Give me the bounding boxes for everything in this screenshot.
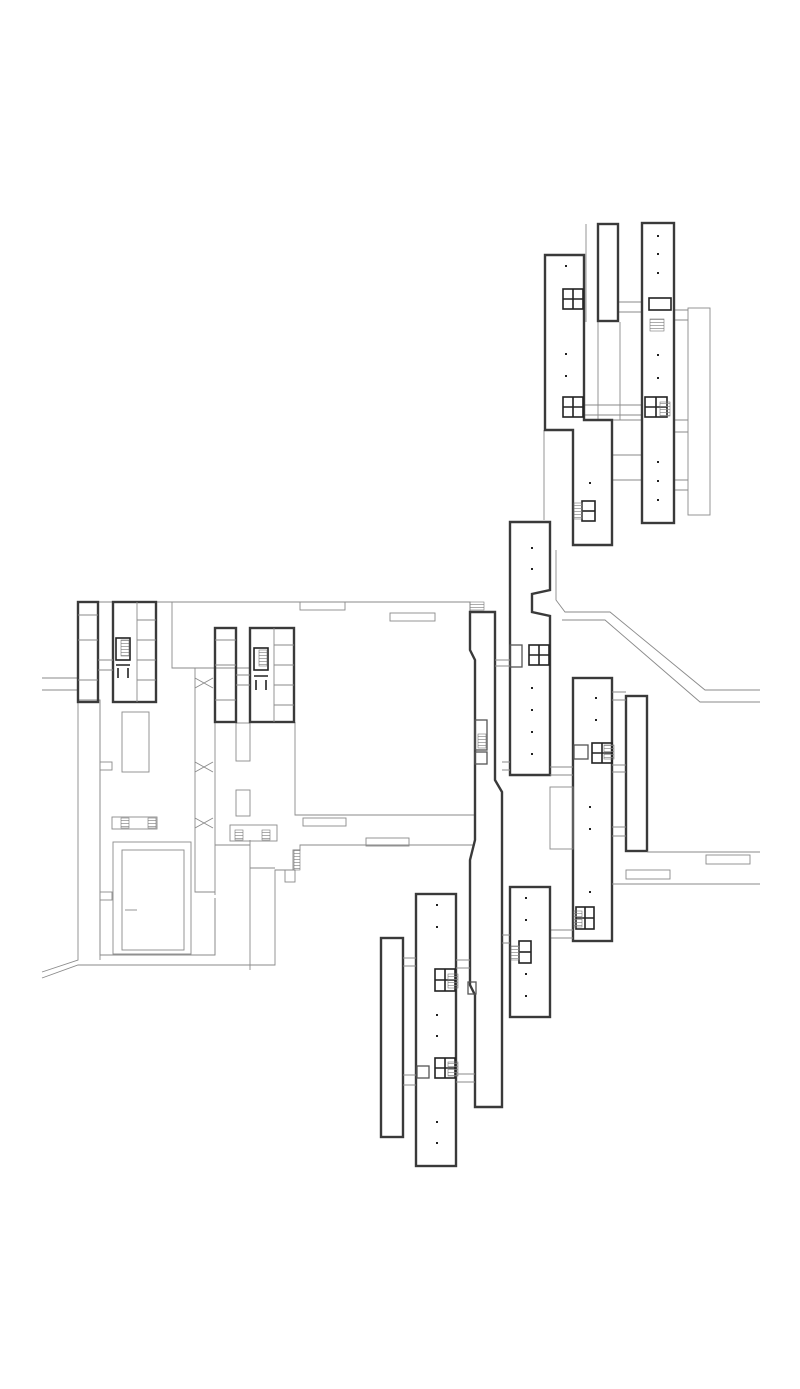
unit-marker bbox=[657, 461, 659, 463]
building-south-long bbox=[414, 892, 458, 1168]
building-east-long bbox=[571, 676, 614, 943]
unit-marker bbox=[589, 482, 591, 484]
unit-marker bbox=[531, 709, 533, 711]
building-ne-l-shape bbox=[543, 253, 614, 547]
unit-marker bbox=[525, 973, 527, 975]
building-east-bar bbox=[624, 694, 649, 853]
unit-marker bbox=[525, 897, 527, 899]
unit-marker bbox=[531, 547, 533, 549]
middle-cluster bbox=[495, 520, 552, 777]
unit-marker bbox=[589, 828, 591, 830]
unit-marker bbox=[436, 1014, 438, 1016]
unit-marker bbox=[657, 354, 659, 356]
unit-marker bbox=[589, 891, 591, 893]
unit-marker bbox=[436, 904, 438, 906]
unit-marker bbox=[565, 353, 567, 355]
northeast-cluster bbox=[543, 221, 760, 703]
block-b-west-wing bbox=[213, 626, 238, 724]
unit-marker bbox=[589, 806, 591, 808]
unit-marker bbox=[657, 253, 659, 255]
unit-marker bbox=[595, 697, 597, 699]
building-ne-east bbox=[640, 221, 676, 525]
unit-marker bbox=[436, 926, 438, 928]
central-spine bbox=[467, 610, 504, 1109]
unit-marker bbox=[531, 731, 533, 733]
block-b-east-wing bbox=[248, 626, 296, 724]
unit-marker bbox=[657, 272, 659, 274]
unit-marker bbox=[436, 1142, 438, 1144]
building-middle bbox=[508, 520, 552, 777]
unit-marker bbox=[657, 235, 659, 237]
unit-marker bbox=[565, 375, 567, 377]
unit-marker bbox=[565, 265, 567, 267]
unit-markers bbox=[436, 235, 659, 1144]
west-complex bbox=[41, 600, 485, 979]
block-a-east-wing bbox=[111, 600, 158, 704]
building-east-short bbox=[508, 885, 552, 1019]
unit-marker bbox=[525, 995, 527, 997]
east-cluster bbox=[502, 676, 760, 1019]
building-south-bar bbox=[379, 936, 405, 1139]
unit-marker bbox=[436, 1121, 438, 1123]
unit-marker bbox=[531, 753, 533, 755]
block-a-west-wing bbox=[76, 600, 100, 704]
unit-marker bbox=[436, 1035, 438, 1037]
unit-marker bbox=[595, 719, 597, 721]
unit-marker bbox=[525, 919, 527, 921]
unit-marker bbox=[531, 687, 533, 689]
south-cluster bbox=[379, 892, 475, 1168]
unit-marker bbox=[531, 568, 533, 570]
annex-slab-east bbox=[687, 307, 711, 516]
unit-marker bbox=[657, 377, 659, 379]
unit-marker bbox=[657, 499, 659, 501]
unit-marker bbox=[657, 480, 659, 482]
building-ne-bar bbox=[596, 222, 620, 323]
